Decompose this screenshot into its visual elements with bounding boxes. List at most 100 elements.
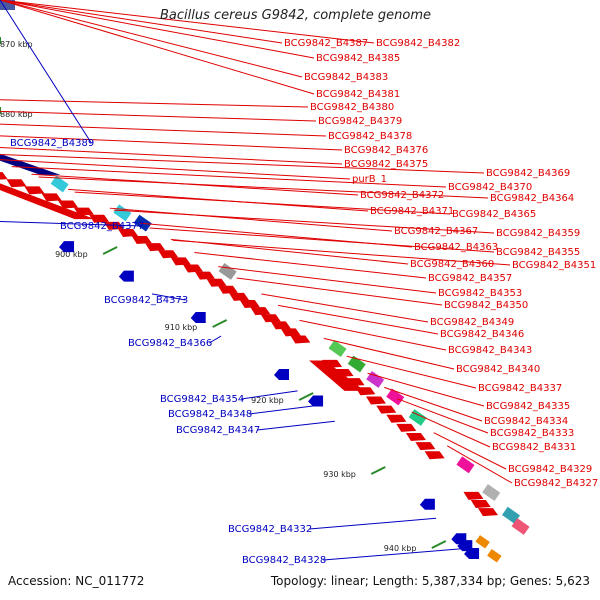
reverse-gene-arrow[interactable]: [464, 547, 480, 559]
gene-box-orange[interactable]: [487, 549, 502, 563]
forward-gene-label[interactable]: BCG9842_B4327: [514, 478, 598, 489]
forward-gene-label[interactable]: BCG9842_B4380: [310, 102, 394, 113]
forward-gene-label[interactable]: BCG9842_B4350: [444, 300, 528, 311]
reverse-gene-label[interactable]: BCG9842_B4347: [176, 425, 260, 436]
forward-gene-arrow[interactable]: [290, 335, 311, 344]
gene-box-orange[interactable]: [475, 535, 490, 549]
forward-gene-arrow[interactable]: [376, 405, 397, 414]
reverse-gene-arrow[interactable]: [59, 241, 75, 253]
forward-gene-label[interactable]: BCG9842_B4382: [376, 38, 460, 49]
forward-gene-label[interactable]: BCG9842_B4346: [440, 329, 524, 340]
reverse-gene-label[interactable]: BCG9842_B4332: [228, 524, 312, 535]
reverse-gene-label[interactable]: BCG9842_B4348: [168, 409, 252, 420]
forward-gene-arrow[interactable]: [386, 414, 407, 423]
gene-box[interactable]: [408, 409, 427, 426]
forward-gene-arrow[interactable]: [131, 236, 152, 245]
forward-gene-label[interactable]: BCG9842_B4331: [492, 442, 576, 453]
forward-gene-arrow[interactable]: [270, 321, 291, 330]
forward-gene-label[interactable]: BCG9842_B4379: [318, 116, 402, 127]
forward-gene-arrow[interactable]: [365, 396, 386, 405]
gene-box[interactable]: [347, 355, 366, 373]
forward-gene-arrow[interactable]: [194, 271, 215, 280]
forward-gene-arrow[interactable]: [118, 228, 139, 237]
forward-gene-arrow[interactable]: [280, 328, 301, 337]
forward-gene-label[interactable]: BCG9842_B4378: [328, 131, 412, 142]
forward-gene-label[interactable]: BCG9842_B4334: [484, 416, 568, 427]
forward-gene-arrow[interactable]: [24, 186, 45, 195]
gene-box[interactable]: [511, 518, 530, 535]
forward-gene-label[interactable]: BCG9842_B4329: [508, 464, 592, 475]
forward-gene-arrow[interactable]: [0, 172, 8, 180]
forward-gene-label[interactable]: BCG9842_B4351: [512, 260, 596, 271]
reverse-gene-arrow[interactable]: [457, 540, 473, 552]
forward-gene-arrow[interactable]: [424, 451, 445, 460]
forward-gene-arrow[interactable]: [6, 179, 27, 188]
forward-gene-arrow[interactable]: [477, 508, 498, 517]
forward-gene-arrow[interactable]: [217, 285, 238, 294]
forward-gene-label[interactable]: BCG9842_B4369: [486, 168, 570, 179]
reverse-gene-arrow[interactable]: [190, 311, 206, 323]
forward-gene-arrow[interactable]: [463, 491, 484, 500]
forward-gene-label[interactable]: BCG9842_B4355: [496, 247, 580, 258]
forward-gene-arrow[interactable]: [158, 250, 179, 259]
forward-gene-label[interactable]: BCG9842_B4340: [456, 364, 540, 375]
forward-gene-arrow[interactable]: [239, 300, 260, 309]
forward-gene-label[interactable]: BCG9842_B4360: [410, 259, 494, 270]
forward-gene-arrow[interactable]: [182, 264, 203, 273]
gene-box[interactable]: [456, 456, 475, 474]
forward-gene-arrow[interactable]: [41, 193, 62, 202]
gene-box[interactable]: [328, 340, 347, 357]
reverse-gene-label[interactable]: BCG9842_B4354: [160, 394, 244, 405]
gene-box[interactable]: [501, 506, 521, 524]
forward-gene-label[interactable]: BCG9842_B4349: [430, 317, 514, 328]
reverse-gene-label[interactable]: BCG9842_B4389: [10, 138, 94, 149]
forward-gene-label[interactable]: BCG9842_B4383: [304, 72, 388, 83]
gene-box[interactable]: [366, 371, 385, 388]
gene-block-navy[interactable]: [0, 134, 61, 175]
forward-gene-label[interactable]: BCG9842_B4375: [344, 159, 428, 170]
forward-gene-arrow[interactable]: [228, 292, 249, 301]
forward-gene-arrow[interactable]: [415, 442, 436, 451]
forward-gene-label[interactable]: BCG9842_B4370: [448, 182, 532, 193]
reverse-gene-label[interactable]: BCG9842_B4366: [128, 338, 212, 349]
gene-box[interactable]: [218, 263, 237, 280]
reverse-gene-arrow[interactable]: [118, 270, 134, 282]
forward-gene-label[interactable]: BCG9842_B4387: [284, 38, 368, 49]
forward-gene-arrow[interactable]: [470, 499, 491, 508]
reverse-gene-label[interactable]: BCG9842_B4373: [104, 295, 188, 306]
reverse-gene-arrow[interactable]: [274, 369, 289, 380]
forward-gene-arrow[interactable]: [206, 278, 227, 287]
forward-gene-arrow[interactable]: [145, 243, 166, 252]
forward-gene-label[interactable]: BCG9842_B4367: [394, 226, 478, 237]
forward-gene-label[interactable]: BCG9842_B4335: [486, 401, 570, 412]
forward-gene-label[interactable]: BCG9842_B4372: [360, 190, 444, 201]
reverse-gene-label[interactable]: BCG9842_B4328: [242, 555, 326, 566]
forward-gene-arrow[interactable]: [260, 314, 281, 323]
forward-gene-arrow[interactable]: [58, 200, 79, 209]
forward-gene-label[interactable]: BCG9842_B4333: [490, 428, 574, 439]
reverse-gene-label[interactable]: BCG9842_B4377: [60, 221, 144, 232]
forward-gene-arrow[interactable]: [405, 432, 426, 441]
forward-gene-label[interactable]: BCG9842_B4337: [478, 383, 562, 394]
gene-box[interactable]: [386, 388, 405, 406]
forward-gene-label[interactable]: BCG9842_B4359: [496, 228, 580, 239]
forward-gene-arrow[interactable]: [396, 423, 417, 432]
reverse-gene-arrow[interactable]: [308, 395, 324, 407]
forward-gene-label[interactable]: BCG9842_B4376: [344, 145, 428, 156]
forward-gene-label[interactable]: BCG9842_B4363: [414, 242, 498, 253]
forward-gene-label[interactable]: BCG9842_B4365: [452, 209, 536, 220]
forward-gene-arrow[interactable]: [170, 257, 191, 266]
gene-box[interactable]: [50, 175, 69, 193]
forward-gene-label[interactable]: BCG9842_B4381: [316, 89, 400, 100]
gene-box[interactable]: [482, 484, 501, 501]
forward-gene-label[interactable]: BCG9842_B4353: [438, 288, 522, 299]
forward-gene-label[interactable]: purB_1: [352, 174, 387, 185]
forward-gene-arrow[interactable]: [89, 214, 110, 223]
forward-gene-label[interactable]: BCG9842_B4371: [370, 206, 454, 217]
gene-box[interactable]: [0, 0, 15, 10]
forward-gene-arrow[interactable]: [103, 221, 124, 230]
forward-gene-label[interactable]: BCG9842_B4364: [490, 193, 574, 204]
gene-box[interactable]: [113, 204, 132, 222]
reverse-gene-arrow[interactable]: [419, 498, 435, 510]
forward-gene-label[interactable]: BCG9842_B4357: [428, 273, 512, 284]
